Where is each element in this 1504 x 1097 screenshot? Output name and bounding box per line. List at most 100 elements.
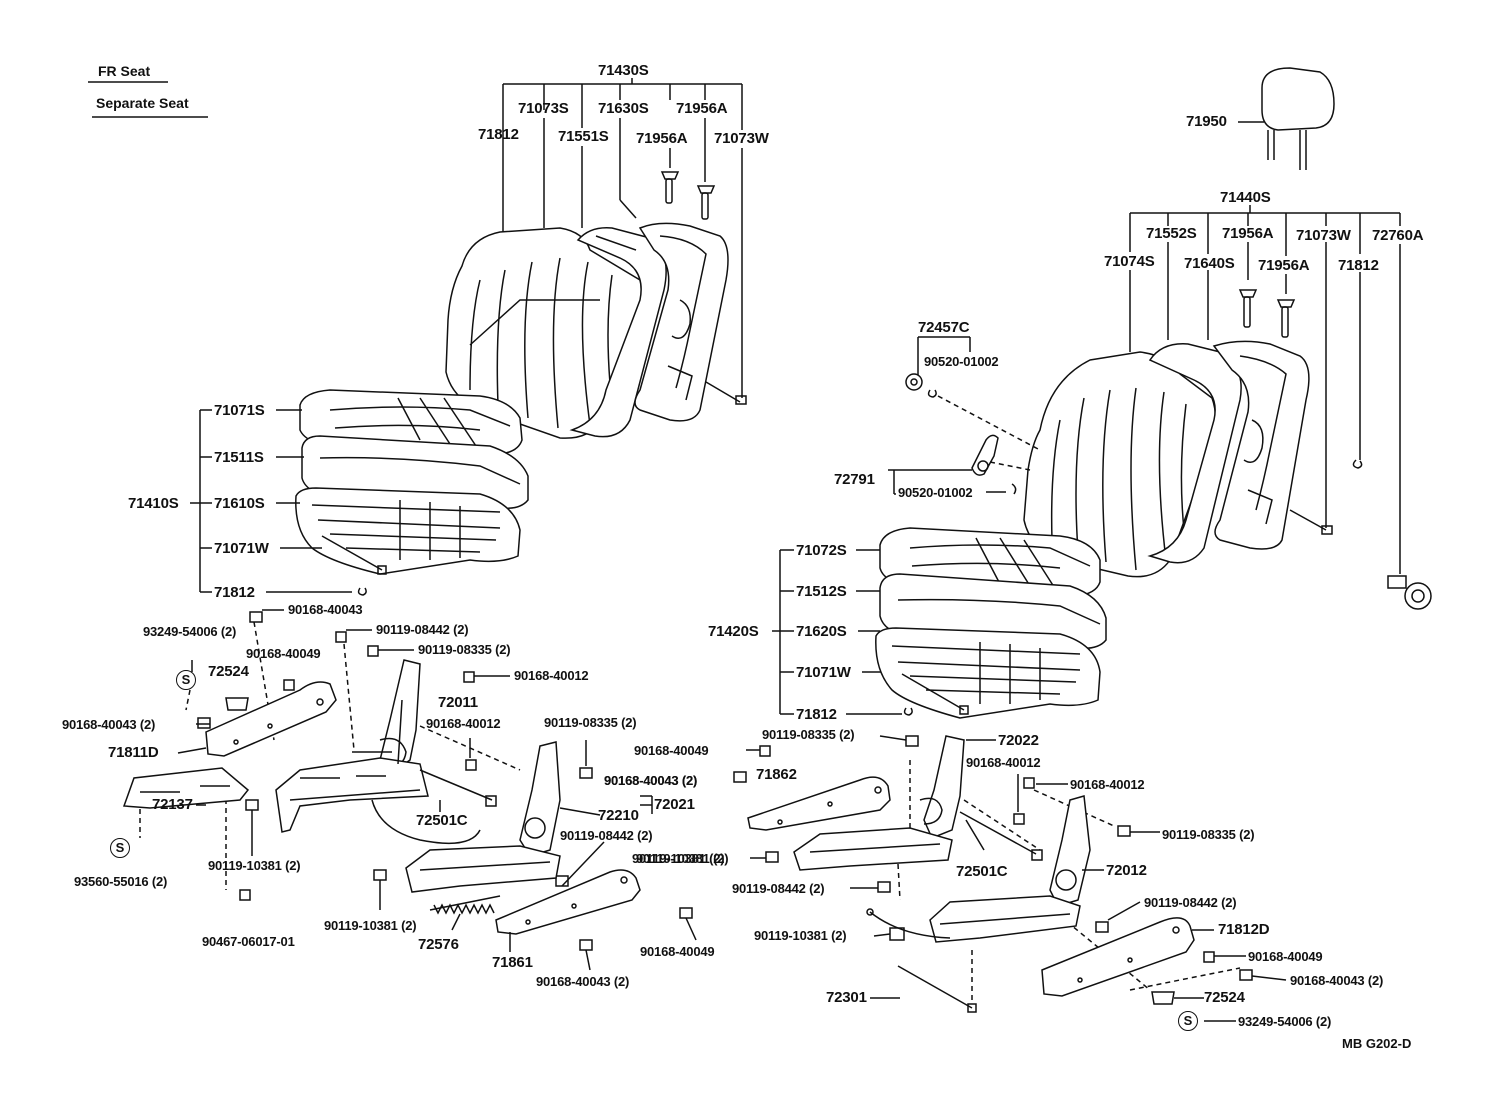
rod-71073W <box>705 381 741 403</box>
part-label: 90168-40043 (2) <box>536 974 630 989</box>
part-label: 71073W <box>1296 227 1351 244</box>
part-label: 71812 <box>214 584 255 601</box>
part-label: 71071W <box>214 540 269 557</box>
part-label: 93249-54006 (2) <box>143 624 237 639</box>
part-label: 90168-40049 <box>1248 949 1323 964</box>
part-label: 72137 <box>152 796 193 813</box>
part-label: 90168-40049 <box>246 646 321 661</box>
service-symbol-left-2: S <box>110 838 130 858</box>
left-seatback-frame <box>634 222 729 422</box>
part-label: 71610S <box>214 495 265 512</box>
part-label: 71074S <box>1104 253 1155 270</box>
part-label: 72524 <box>1204 989 1245 1006</box>
right-seat-mechanism <box>733 735 1287 1013</box>
part-label: 71073S <box>518 100 569 117</box>
part-label: 71071S <box>214 402 265 419</box>
part-label: 90520-01002 <box>898 485 973 500</box>
part-label: 72524 <box>208 663 249 680</box>
part-label: 90119-08442 (2) <box>732 881 825 896</box>
diagram-title: FR Seat <box>98 63 151 79</box>
mechanism-leader-lines <box>177 660 1236 1022</box>
part-label: 90119-08335 (2) <box>544 715 637 730</box>
part-label: 90119-10381 (2) <box>324 918 417 933</box>
left-cushion-leader-lines <box>190 409 352 593</box>
part-label: 90168-40043 (2) <box>62 717 156 732</box>
clip-71956A-right-1 <box>1238 289 1258 328</box>
part-label: 71956A <box>676 100 728 117</box>
part-label: 71862 <box>756 766 797 783</box>
part-label: 72576 <box>418 936 459 953</box>
part-label: 72501C <box>956 863 1008 880</box>
part-label: 72501C <box>416 812 468 829</box>
part-label: 72011 <box>438 694 478 711</box>
part-label: 71511S <box>214 449 264 466</box>
figure-code: MB G202-D <box>1342 1036 1412 1051</box>
part-label: 71630S <box>598 100 649 117</box>
part-label: 90467-06017-01 <box>202 934 295 949</box>
part-label: 71552S <box>1146 225 1197 242</box>
part-label: 90119-10381 (2) <box>632 851 725 866</box>
rod-end-71073W-right <box>1321 525 1333 535</box>
part-label: 90119-10381 (2) <box>754 928 847 943</box>
rod-71071W-left <box>321 535 383 571</box>
rod-end-71071W-right <box>959 705 969 715</box>
headrest-71950 <box>1238 67 1335 170</box>
part-label: 90168-40043 (2) <box>604 773 698 788</box>
part-label: 71440S <box>1220 189 1271 206</box>
part-label: 71072S <box>796 542 847 559</box>
part-label: 90168-40012 <box>966 755 1041 770</box>
hook-71812-right <box>1352 459 1363 469</box>
right-seatback-pad <box>1147 343 1242 564</box>
part-label: 90168-40043 (2) <box>604 773 698 788</box>
left-seatback-cover <box>445 227 645 439</box>
part-label: 90119-08442 (2) <box>560 828 653 843</box>
left-seat-cushion-frame <box>295 487 521 575</box>
part-label: 90168-40049 <box>634 743 709 758</box>
part-label: 71812 <box>478 126 519 143</box>
part-label: 90119-08442 (2) <box>1144 895 1237 910</box>
part-label: 71956A <box>636 130 688 147</box>
part-label: 90119-08335 (2) <box>1162 827 1255 842</box>
part-label: 90168-40012 <box>514 668 589 683</box>
part-label: 71071W <box>796 664 851 681</box>
part-label: 72012 <box>1106 862 1147 879</box>
handle-parts <box>888 336 1041 495</box>
part-label: 71811D <box>108 744 159 761</box>
part-label: 72791 <box>834 471 875 488</box>
clip-71956A-right-2 <box>1276 299 1296 338</box>
part-label: 71430S <box>598 62 649 79</box>
part-label: 90119-08335 (2) <box>762 727 855 742</box>
hook-71812-right-b <box>903 707 913 716</box>
rod-end-71071W-left <box>377 565 387 575</box>
part-label: 71551S <box>558 128 609 145</box>
rod-71073W-right <box>1289 509 1327 531</box>
part-label: 90119-10381 (2) <box>208 858 301 873</box>
part-label: 72210 <box>598 807 639 824</box>
part-label: 72022 <box>998 732 1039 749</box>
part-label: 71950 <box>1186 113 1227 130</box>
part-label: 71956A <box>1258 257 1310 274</box>
part-label: 90168-40012 <box>426 716 501 731</box>
part-label: 71812 <box>796 706 837 723</box>
left-seatback-pad <box>569 227 667 438</box>
service-symbol-right: S <box>1178 1011 1198 1031</box>
part-label: 90168-40049 <box>640 944 715 959</box>
part-label: 71073W <box>714 130 769 147</box>
part-label: 72457C <box>918 319 970 336</box>
left-seat-mechanism <box>122 609 697 971</box>
part-label: 90168-40012 <box>1070 777 1145 792</box>
part-label: 71812D <box>1218 921 1270 938</box>
left-seatback-leader-lines <box>502 78 743 398</box>
part-label: 71410S <box>128 495 179 512</box>
part-label: 90168-40043 <box>288 602 363 617</box>
part-label: 72021 <box>654 796 695 813</box>
rod-end-71073W <box>735 395 747 405</box>
part-label: 71956A <box>1222 225 1274 242</box>
part-label: 90168-40043 (2) <box>1290 973 1384 988</box>
clip-71956A-left-1 <box>660 171 680 204</box>
knob-72760A <box>1387 575 1432 610</box>
part-label: 71640S <box>1184 255 1235 272</box>
part-label: 90520-01002 <box>924 354 999 369</box>
service-symbol-left-1: S <box>176 670 196 690</box>
